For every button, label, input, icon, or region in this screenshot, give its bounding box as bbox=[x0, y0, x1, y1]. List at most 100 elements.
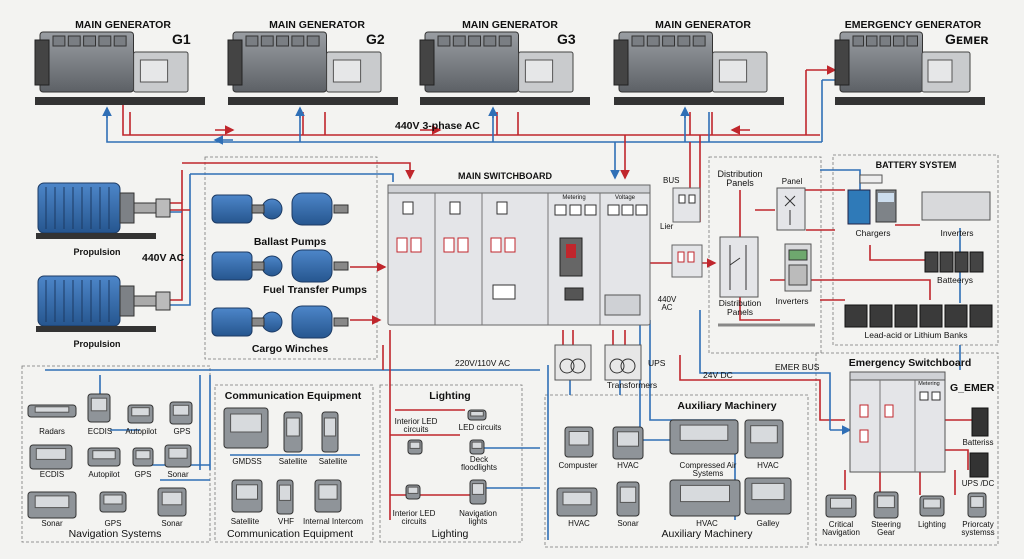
comm-gmdss: GMDSS bbox=[232, 457, 262, 466]
battery-title: BATTERY SYSTEM bbox=[875, 160, 957, 170]
led-circuit-icon bbox=[467, 409, 487, 421]
battery-box bbox=[832, 154, 999, 346]
communication-footer: Communication Equipment bbox=[226, 528, 354, 540]
aux-sonar: Sonar bbox=[617, 519, 639, 528]
voltage-label: Voltage bbox=[614, 195, 636, 201]
propulsion-label-1: Propulsion bbox=[73, 247, 121, 257]
sonar-2-icon bbox=[27, 491, 77, 519]
ecdis-icon bbox=[87, 393, 111, 423]
distribution-box bbox=[708, 156, 822, 354]
breaker-red-b-1 bbox=[410, 237, 422, 253]
hvac-3-icon bbox=[556, 487, 598, 517]
sonar-aux-icon bbox=[616, 481, 640, 517]
bus-switch-label: BUS bbox=[663, 176, 680, 185]
generators bbox=[34, 31, 985, 105]
emergency-switchboard-title: Emergency Switchboard bbox=[848, 357, 972, 369]
lighting-emergency-icon bbox=[919, 495, 945, 517]
comm-satellite-3: Satellite bbox=[230, 517, 260, 526]
breaker-red-1 bbox=[396, 237, 408, 253]
generator-1-tag: G1 bbox=[172, 31, 191, 47]
control-block bbox=[564, 287, 584, 301]
vent-grille bbox=[604, 294, 641, 316]
meter-1 bbox=[554, 204, 567, 216]
banks-label: Lead-acid or Lithium Banks bbox=[864, 330, 968, 340]
critical-navigation-icon bbox=[825, 494, 857, 518]
nav-autopilot-2: Autopilot bbox=[88, 470, 120, 479]
aux-galley: Galley bbox=[756, 519, 780, 528]
emergency-ups: UPS /DC bbox=[961, 479, 995, 488]
nav-sonar: Sonar bbox=[167, 470, 189, 479]
aux-computer: Compuster bbox=[558, 461, 598, 470]
emergency-load-priority: Priorcaty systemss bbox=[961, 520, 995, 538]
breaker-red-3 bbox=[490, 237, 502, 253]
emergency-switchboard-panel bbox=[849, 371, 989, 478]
emergency-generator-icon bbox=[834, 31, 985, 105]
battery-inverters-label: Inverters bbox=[940, 228, 974, 238]
battery-bank-4 bbox=[919, 304, 943, 328]
gps-3-icon bbox=[99, 491, 127, 513]
generator-2-tag: G2 bbox=[366, 31, 385, 47]
breaker-top-1 bbox=[402, 201, 414, 215]
satellite-3-icon bbox=[231, 479, 263, 513]
panel-label: Panel bbox=[781, 177, 803, 186]
metering-label: Metering bbox=[562, 195, 586, 201]
lighting-footer: Lighting bbox=[431, 528, 469, 540]
autopilot-icon bbox=[127, 404, 154, 424]
comm-intercom: Internal Intercom bbox=[302, 517, 364, 526]
generator-3-tag: G3 bbox=[557, 31, 576, 47]
comm-vhf: VHF bbox=[278, 517, 294, 526]
battery-cell-1 bbox=[924, 251, 939, 273]
ballast-pumps-label: Ballast Pumps bbox=[253, 236, 327, 248]
battery-bank-2 bbox=[869, 304, 893, 328]
radar-icon bbox=[27, 404, 77, 418]
navigation-title: Navigation Systems bbox=[68, 528, 162, 540]
lighting-interior-led-1: Interior LED circuits bbox=[394, 417, 438, 435]
out-voltage-label: 440V AC bbox=[657, 295, 677, 313]
priority-systems-icon bbox=[967, 492, 987, 518]
comm-satellite-2: Satellite bbox=[318, 457, 348, 466]
emergency-box bbox=[815, 352, 999, 546]
auxiliary-box bbox=[544, 394, 809, 548]
generator-1-title: MAIN GENERATOR bbox=[75, 19, 171, 31]
pump-row-2 bbox=[211, 249, 349, 283]
gps-icon bbox=[169, 401, 193, 425]
aux-hvac-3: HVAC bbox=[568, 519, 590, 528]
propulsion-motor-2 bbox=[36, 275, 171, 332]
battery-bank-3 bbox=[894, 304, 918, 328]
breaker-red-b-3 bbox=[504, 237, 516, 253]
emergency-generator-tag: Gᴇᴍᴇʀ bbox=[945, 31, 989, 47]
emergency-load-critical-navigation: Critical Navigation bbox=[822, 520, 860, 538]
bus-switch bbox=[671, 187, 703, 278]
lighting-interior-led-2: Interior LED circuits bbox=[392, 509, 436, 527]
comm-satellite-1: Satellite bbox=[278, 457, 308, 466]
battery-bank-1 bbox=[844, 304, 868, 328]
propulsion-label-2: Propulsion bbox=[73, 339, 121, 349]
compressed-air-icon bbox=[669, 419, 739, 455]
meter-6 bbox=[635, 204, 648, 216]
hvac-icon bbox=[612, 426, 644, 460]
battery-bank-6 bbox=[969, 304, 993, 328]
generator-4-title: MAIN GENERATOR bbox=[655, 19, 751, 31]
gmdss-icon bbox=[223, 407, 269, 449]
emergency-generator-title: EMERGENCY GENERATOR bbox=[844, 19, 982, 31]
v220-label: 220V/110V AC bbox=[455, 358, 511, 368]
lighting-title: Lighting bbox=[429, 390, 471, 402]
ecdis-2-icon bbox=[29, 444, 73, 470]
breaker-top-3 bbox=[496, 201, 508, 215]
galley-icon bbox=[744, 477, 792, 515]
navigation-lights-icon bbox=[469, 479, 487, 505]
propulsion-motors bbox=[36, 182, 171, 332]
generator-3-title: MAIN GENERATOR bbox=[462, 19, 558, 31]
emergency-batteries: Batteriss bbox=[962, 438, 994, 447]
battery-system bbox=[844, 174, 993, 328]
satellite-2-icon bbox=[321, 411, 339, 453]
emergency-switchboard-tag: G_EMER bbox=[950, 382, 995, 394]
satellite-phone-icon bbox=[283, 411, 303, 453]
propulsion-voltage: 440V AC bbox=[142, 252, 185, 264]
pumps-box bbox=[204, 156, 378, 360]
sonar-icon bbox=[164, 444, 192, 468]
cargo-winches-label: Cargo Winches bbox=[251, 343, 329, 355]
main-switchboard-title: MAIN SWITCHBOARD bbox=[458, 171, 552, 181]
computer-icon bbox=[564, 426, 594, 458]
